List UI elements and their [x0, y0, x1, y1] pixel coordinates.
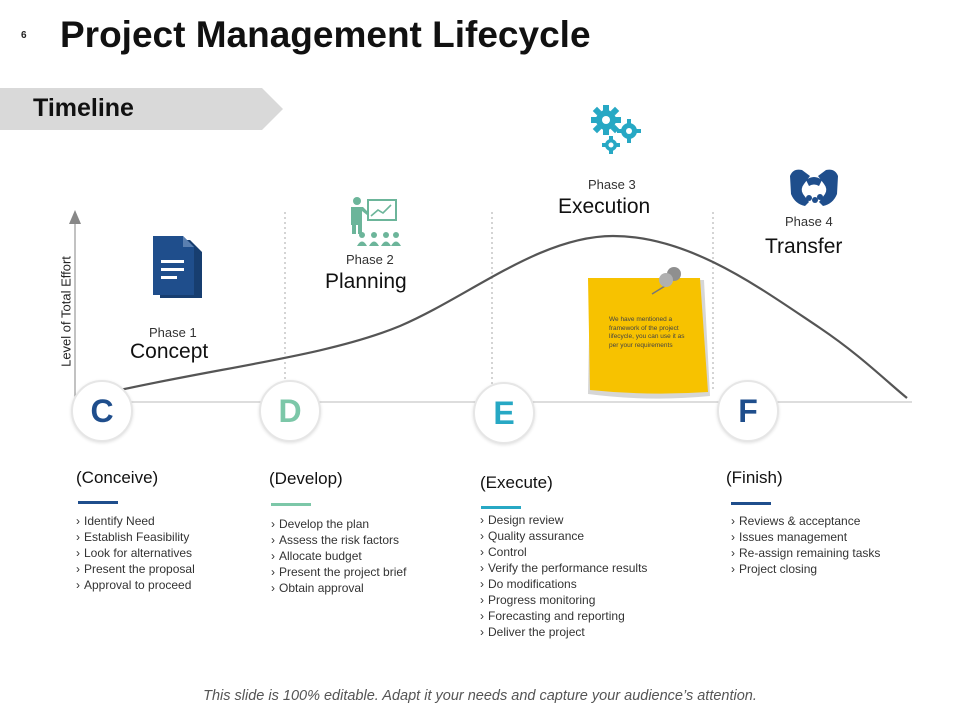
- effort-curve: [119, 234, 908, 399]
- stage-circle-f: F: [717, 380, 779, 442]
- list-item: Re-assign remaining tasks: [731, 545, 880, 561]
- stage-f-list: Reviews & acceptance Issues management R…: [731, 513, 880, 577]
- stage-circle-d: D: [259, 380, 321, 442]
- list-item: Quality assurance: [480, 528, 647, 544]
- y-axis-label: Level of Total Effort: [58, 256, 74, 367]
- phase-2-number: Phase 2: [346, 252, 394, 267]
- presentation-icon: [351, 197, 401, 246]
- list-item: Verify the performance results: [480, 560, 647, 576]
- timeline-banner-label: Timeline: [33, 94, 134, 122]
- list-item: Forecasting and reporting: [480, 608, 647, 624]
- list-item: Approval to proceed: [76, 577, 195, 593]
- list-item: Present the proposal: [76, 561, 195, 577]
- stage-f-label: (Finish): [726, 468, 783, 487]
- sticky-note: [588, 267, 710, 399]
- stage-c-label: (Conceive): [76, 468, 159, 487]
- list-item: Do modifications: [480, 576, 647, 592]
- sticky-note-text: We have mentioned a framework of the pro…: [609, 316, 685, 349]
- list-item: Look for alternatives: [76, 545, 195, 561]
- list-item: Issues management: [731, 529, 880, 545]
- footer-note: This slide is 100% editable. Adapt it yo…: [203, 688, 757, 704]
- phase-2-name: Planning: [325, 270, 407, 293]
- phase-4-name: Transfer: [765, 235, 843, 258]
- list-item: Reviews & acceptance: [731, 513, 880, 529]
- list-item: Develop the plan: [271, 516, 406, 532]
- timeline-banner-shape: [0, 88, 283, 130]
- stage-e-list: Design review Quality assurance Control …: [480, 512, 647, 640]
- stage-c-list: Identify Need Establish Feasibility Look…: [76, 513, 195, 593]
- list-item: Progress monitoring: [480, 592, 647, 608]
- stage-e-label: (Execute): [480, 473, 553, 492]
- handshake-icon: [790, 169, 838, 206]
- stage-f-underline: [731, 502, 771, 505]
- list-item: Project closing: [731, 561, 880, 577]
- list-item: Present the project brief: [271, 564, 406, 580]
- slide-number: 6: [21, 30, 27, 41]
- stage-circle-c: C: [71, 380, 133, 442]
- list-item: Allocate budget: [271, 548, 406, 564]
- list-item: Assess the risk factors: [271, 532, 406, 548]
- stage-c-underline: [78, 501, 118, 504]
- phase-4-number: Phase 4: [785, 214, 833, 229]
- list-item: Identify Need: [76, 513, 195, 529]
- list-item: Establish Feasibility: [76, 529, 195, 545]
- list-item: Design review: [480, 512, 647, 528]
- gears-icon: [591, 105, 641, 154]
- list-item: Control: [480, 544, 647, 560]
- stage-d-underline: [271, 503, 311, 506]
- stage-e-underline: [481, 506, 521, 509]
- document-icon: [153, 236, 202, 298]
- y-axis-arrow: [69, 210, 81, 224]
- phase-1-name: Concept: [130, 340, 209, 363]
- stage-d-label: (Develop): [269, 469, 343, 488]
- stage-d-list: Develop the plan Assess the risk factors…: [271, 516, 406, 596]
- stage-circle-e: E: [473, 382, 535, 444]
- list-item: Deliver the project: [480, 624, 647, 640]
- page-title: Project Management Lifecycle: [60, 14, 591, 55]
- list-item: Obtain approval: [271, 580, 406, 596]
- phase-3-number: Phase 3: [588, 177, 636, 192]
- phase-1-number: Phase 1: [149, 325, 197, 340]
- phase-3-name: Execution: [558, 195, 651, 218]
